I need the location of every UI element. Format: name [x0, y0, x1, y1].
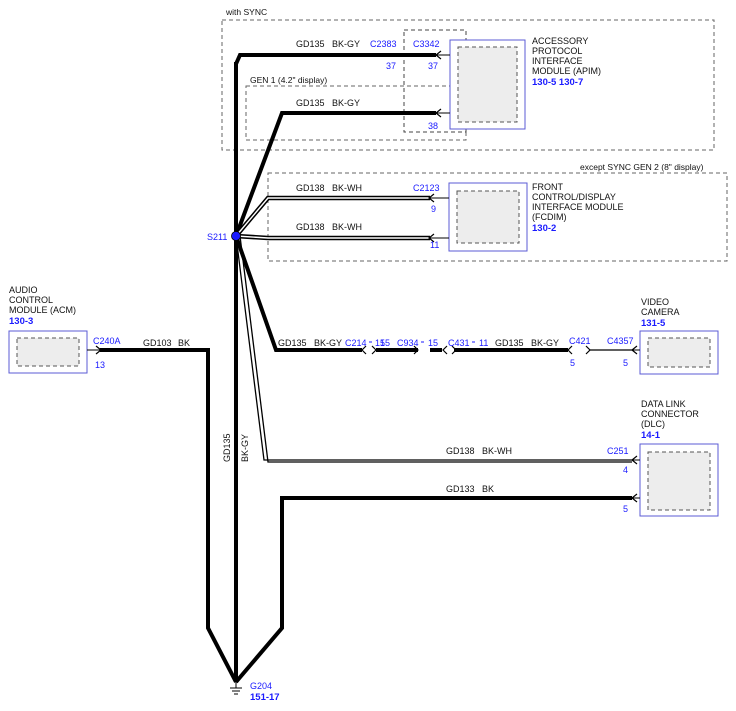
pin-c251-b: 5	[623, 504, 628, 514]
gen1-label: GEN 1 (4.2" display)	[250, 75, 327, 85]
w6b-circuit: GD135	[495, 338, 524, 348]
fcdim-label-4: (FCDIM)	[532, 212, 567, 222]
pin-c421: 5	[570, 358, 575, 368]
except-sync-gen2-label: except SYNC GEN 2 (8" display)	[580, 162, 704, 172]
connector-c421[interactable]: C421	[569, 336, 591, 346]
camera-label-2: CAMERA	[641, 307, 680, 317]
apim-ref[interactable]: 130-5 130-7	[532, 77, 583, 88]
acm-ref[interactable]: 130-3	[9, 316, 33, 327]
fcdim-ref[interactable]: 130-2	[532, 223, 556, 234]
wire-to-apim-37	[234, 53, 436, 65]
acm-module[interactable]	[8, 330, 88, 374]
fcdim-module[interactable]	[448, 182, 528, 252]
dlc-ref[interactable]: 14-1	[641, 430, 661, 441]
w1-color: BK-GY	[332, 39, 360, 49]
fcdim-label-3: INTERFACE MODULE	[532, 202, 624, 212]
w6a-color: BK-GY	[314, 338, 342, 348]
w6a-circuit: GD135	[278, 338, 307, 348]
dlc-module[interactable]	[639, 443, 719, 517]
connector-c3342[interactable]: C3342	[413, 39, 440, 49]
w2-color: BK-GY	[332, 98, 360, 108]
apim-label-1: ACCESSORY	[532, 36, 588, 46]
w5-circuit: GD103	[143, 338, 172, 348]
connector-c2123[interactable]: C2123	[413, 183, 440, 193]
splice-s211[interactable]	[231, 231, 241, 241]
w6b-color: BK-GY	[531, 338, 559, 348]
ground-g204-ref[interactable]: 151-17	[250, 692, 280, 703]
pin-c934-r: 15	[428, 338, 438, 348]
pin-c214: 15	[375, 338, 385, 348]
connector-c4357[interactable]: C4357	[607, 336, 634, 346]
pin-c2123-b: 11	[430, 240, 439, 250]
wire-to-apim-38	[234, 111, 436, 237]
acm-label-1: AUDIO	[9, 285, 38, 295]
w4-color: BK-WH	[332, 222, 362, 232]
connector-c240a[interactable]: C240A	[93, 336, 121, 346]
apim-label-3: INTERFACE	[532, 56, 583, 66]
apim-module[interactable]	[449, 39, 526, 130]
w2-circuit: GD135	[296, 98, 325, 108]
pin-c4357: 5	[623, 358, 628, 368]
acm-label-2: CONTROL	[9, 295, 53, 305]
w3-color: BK-WH	[332, 183, 362, 193]
pin-c3342: 37	[428, 61, 438, 71]
w4-circuit: GD138	[296, 222, 325, 232]
video-camera-module[interactable]	[639, 330, 719, 375]
wire-to-acm	[100, 348, 238, 683]
pin-c240a: 13	[95, 360, 105, 370]
connector-c214[interactable]: C214	[345, 338, 367, 348]
with-sync-label: with SYNC	[225, 7, 267, 17]
wire-to-dlc-4	[235, 235, 632, 461]
dlc-label-1: DATA LINK	[641, 399, 686, 409]
wire-to-fcdim-9-inner	[235, 197, 430, 237]
w7-circuit: GD138	[446, 446, 475, 456]
connector-c251[interactable]: C251	[607, 446, 629, 456]
connector-c934[interactable]: C934	[397, 338, 419, 348]
dlc-label-2: CONNECTOR	[641, 409, 699, 419]
apim-label-4: MODULE (APIM)	[532, 66, 601, 76]
w5-color: BK	[178, 338, 190, 348]
w3-circuit: GD138	[296, 183, 325, 193]
ground-icon	[230, 682, 242, 695]
pin-c2123-a: 9	[431, 204, 436, 214]
pin-c934-l: 15	[380, 338, 390, 348]
acm-label-3: MODULE (ACM)	[9, 305, 76, 315]
connector-c2383[interactable]: C2383	[370, 39, 397, 49]
camera-label-1: VIDEO	[641, 297, 669, 307]
w8-circuit: GD133	[446, 484, 475, 494]
fcdim-label-2: CONTROL/DISPLAY	[532, 192, 616, 202]
connector-arrows	[95, 50, 638, 503]
wire-to-c214	[234, 235, 362, 352]
wire-to-fcdim-11-inner	[235, 235, 430, 239]
pin-c2383: 37	[386, 61, 396, 71]
w7-color: BK-WH	[482, 446, 512, 456]
camera-ref[interactable]: 131-5	[641, 318, 666, 329]
apim-label-2: PROTOCOL	[532, 46, 582, 56]
fcdim-label-1: FRONT	[532, 182, 563, 192]
pin-c251-a: 4	[623, 465, 628, 475]
vertical-circuit: GD135	[222, 433, 232, 462]
wire-to-dlc-5	[234, 496, 632, 684]
except-sync-gen2-region	[267, 172, 728, 262]
vertical-color: BK-GY	[240, 434, 250, 462]
w8-color: BK	[482, 484, 494, 494]
pin-c3342-b: 38	[428, 121, 438, 131]
with-sync-region	[221, 19, 715, 151]
w1-circuit: GD135	[296, 39, 325, 49]
splice-s211-label[interactable]: S211	[207, 232, 227, 242]
dlc-label-3: (DLC)	[641, 419, 665, 429]
connector-c431[interactable]: C431	[448, 338, 470, 348]
pin-c431: 11	[479, 338, 488, 348]
ground-g204-label[interactable]: G204	[250, 681, 272, 691]
wire-to-dlc-4-outline	[239, 235, 632, 463]
